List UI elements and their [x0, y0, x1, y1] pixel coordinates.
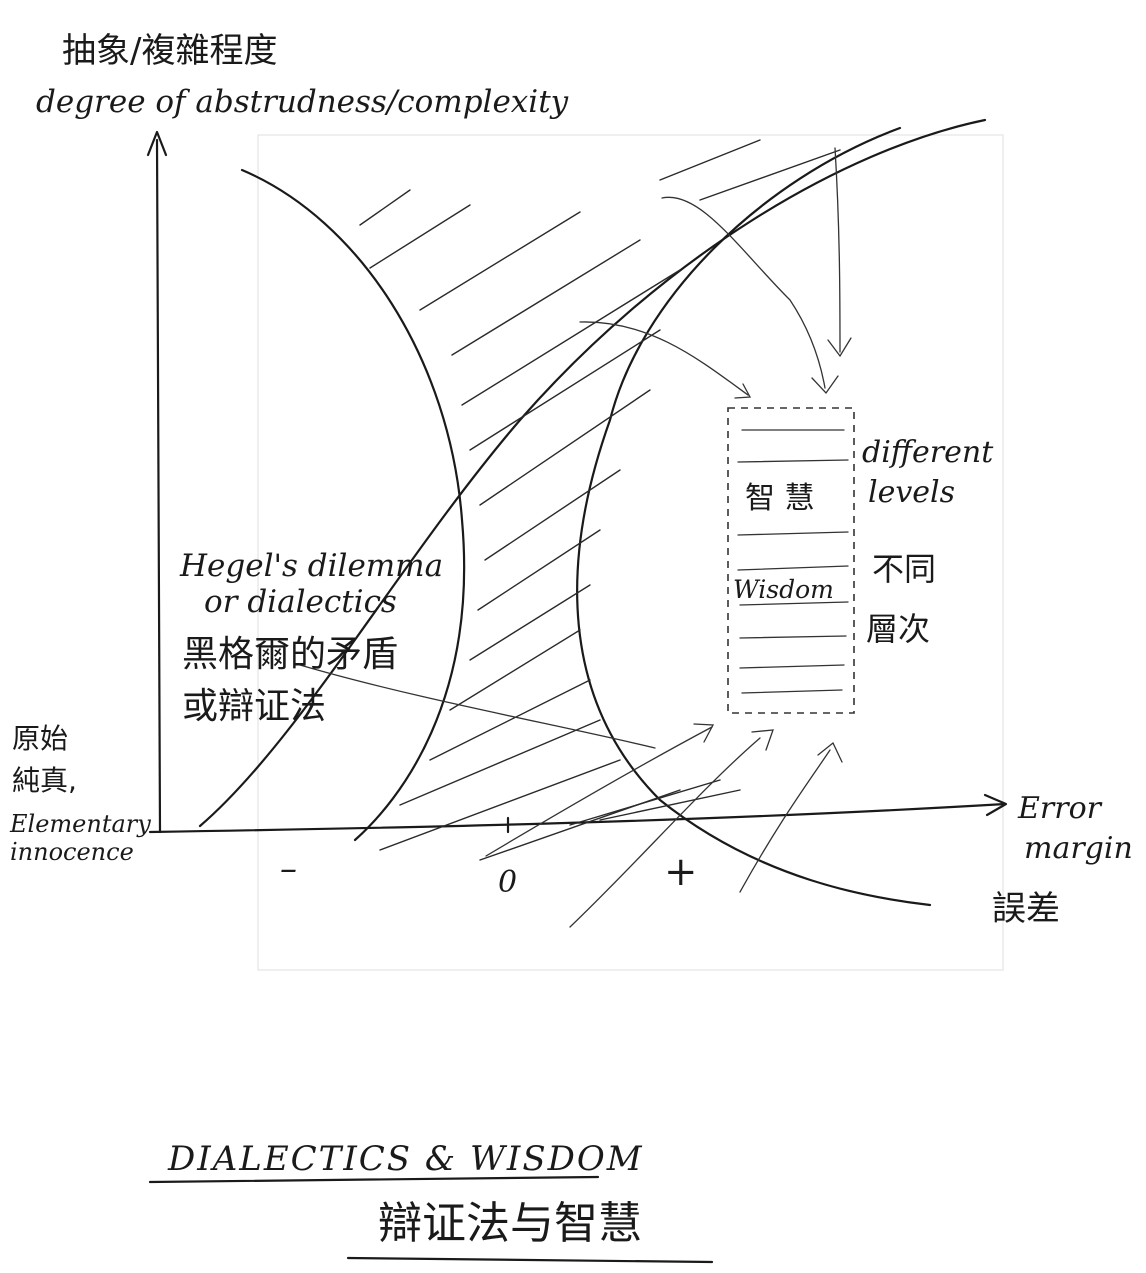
arrows: [299, 147, 852, 928]
wisdom-label-zh: 智 慧: [745, 481, 815, 516]
y-axis-label-en: degree of abstrudness/complexity: [36, 84, 569, 120]
left-curve: [240, 168, 466, 842]
hegel-label-line2: or dialectics: [204, 584, 397, 620]
origin-curve: [198, 118, 987, 828]
origin-label-en-line2: innocence: [10, 838, 134, 866]
title-zh-underline: [346, 1256, 714, 1264]
wisdom-box: [727, 407, 855, 714]
right-curve: [576, 126, 932, 907]
hegel-label-line1: Hegel's dilemma: [179, 548, 443, 584]
wisdom-box-outline: [727, 407, 855, 714]
y-axis: [146, 130, 168, 834]
levels-label-zh-line2: 層次: [866, 610, 930, 648]
tick-label-minus: –: [280, 849, 297, 889]
tick-label-plus: +: [664, 849, 698, 895]
title-en-underline: [148, 1175, 600, 1184]
y-axis-label-zh: 抽象/複雜程度: [62, 31, 277, 71]
hatching: [359, 139, 841, 861]
levels-label-zh-line1: 不同: [872, 550, 936, 588]
hegel-label-zh-line2: 或辯证法: [182, 686, 326, 727]
origin-label-zh-line1: 原始: [12, 722, 68, 755]
title-zh: 辯证法与智慧: [378, 1198, 642, 1249]
wisdom-label-en: Wisdom: [733, 575, 834, 604]
origin-label-en-line1: Elementary: [9, 810, 151, 838]
x-axis-label-en-line2: margin: [1024, 831, 1133, 866]
x-axis-label-en-line1: Error: [1017, 791, 1103, 826]
x-axis: [148, 793, 1008, 834]
levels-label-en-line1: different: [862, 435, 994, 470]
tick-label-zero: 0: [498, 865, 517, 900]
levels-label-en-line2: levels: [868, 475, 955, 510]
hegel-label-zh-line1: 黑格爾的矛盾: [182, 634, 398, 675]
title-en: DIALECTICS & WISDOM: [167, 1139, 644, 1179]
x-axis-label-zh: 誤差: [992, 889, 1060, 929]
paper-edge: [257, 134, 1004, 971]
origin-label-zh-line2: 純真,: [12, 764, 77, 797]
